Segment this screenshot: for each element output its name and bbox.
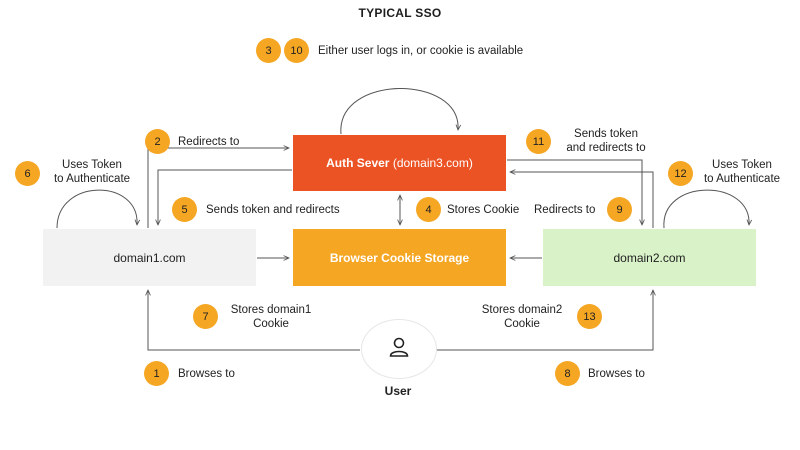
loop-auth (340, 88, 458, 135)
step-label-11-line1: Sends token (574, 128, 638, 140)
step-label-2: Redirects to (178, 136, 240, 148)
step-badge-13: 13 (577, 304, 602, 329)
user-label: User (384, 384, 412, 398)
step-badge-1: 1 (144, 361, 169, 386)
step-label-4: Stores Cookie (447, 204, 520, 216)
step-label-11-line2: and redirects to (566, 142, 646, 154)
user-icon (387, 335, 411, 364)
step-label-13-line2: Cookie (504, 318, 540, 330)
step-label-12-line1: Uses Token (712, 159, 772, 171)
cookie-storage-box: Browser Cookie Storage (293, 229, 506, 286)
step-badge-6: 6 (15, 161, 40, 186)
loop-domain1 (56, 189, 137, 229)
step-label-10: Either user logs in, or cookie is availa… (318, 45, 524, 57)
loop-domain2 (663, 189, 749, 229)
step-badge-10: 10 (284, 38, 309, 63)
edge-token-auth-d1 (158, 169, 292, 225)
auth-server-name: Auth Sever (326, 156, 390, 170)
domain2-box: domain2.com (543, 229, 756, 286)
step-label-7: Stores domain1 Cookie (222, 303, 320, 331)
step-badge-4: 4 (416, 197, 441, 222)
domain1-box: domain1.com (43, 229, 256, 286)
step-label-12-line2: to Authenticate (703, 173, 781, 185)
edge-token-auth-d2 (507, 159, 642, 225)
step-label-12: Uses Token to Authenticate (694, 158, 790, 186)
edge-user-d1 (148, 290, 360, 351)
step-label-6-line1: Uses Token (62, 159, 122, 171)
step-badge-5: 5 (172, 197, 197, 222)
step-label-5: Sends token and redirects (206, 204, 340, 216)
step-badge-7: 7 (193, 304, 218, 329)
step-badge-3: 3 (256, 38, 281, 63)
diagram-title: TYPICAL SSO (358, 6, 442, 20)
edge-redirect-d2-auth (510, 172, 654, 228)
step-label-13-line1: Stores domain2 (481, 304, 563, 316)
step-label-6: Uses Token to Authenticate (44, 158, 140, 186)
auth-server-domain: (domain3.com) (389, 156, 473, 170)
user-node (361, 319, 437, 379)
step-label-6-line2: to Authenticate (53, 173, 131, 185)
step-label-11: Sends token and redirects to (558, 127, 654, 155)
step-label-13: Stores domain2 Cookie (472, 303, 572, 331)
step-label-8: Browses to (588, 368, 645, 380)
step-label-7-line2: Cookie (253, 318, 289, 330)
step-label-9: Redirects to (534, 204, 596, 216)
step-badge-2: 2 (145, 129, 170, 154)
step-label-7-line1: Stores domain1 (230, 304, 312, 316)
step-badge-11: 11 (526, 129, 551, 154)
auth-server-box: Auth Sever (domain3.com) (293, 135, 506, 191)
step-label-1: Browses to (178, 368, 235, 380)
step-badge-9: 9 (607, 197, 632, 222)
edge-user-d2 (436, 290, 653, 351)
step-badge-8: 8 (555, 361, 580, 386)
step-badge-12: 12 (668, 161, 693, 186)
